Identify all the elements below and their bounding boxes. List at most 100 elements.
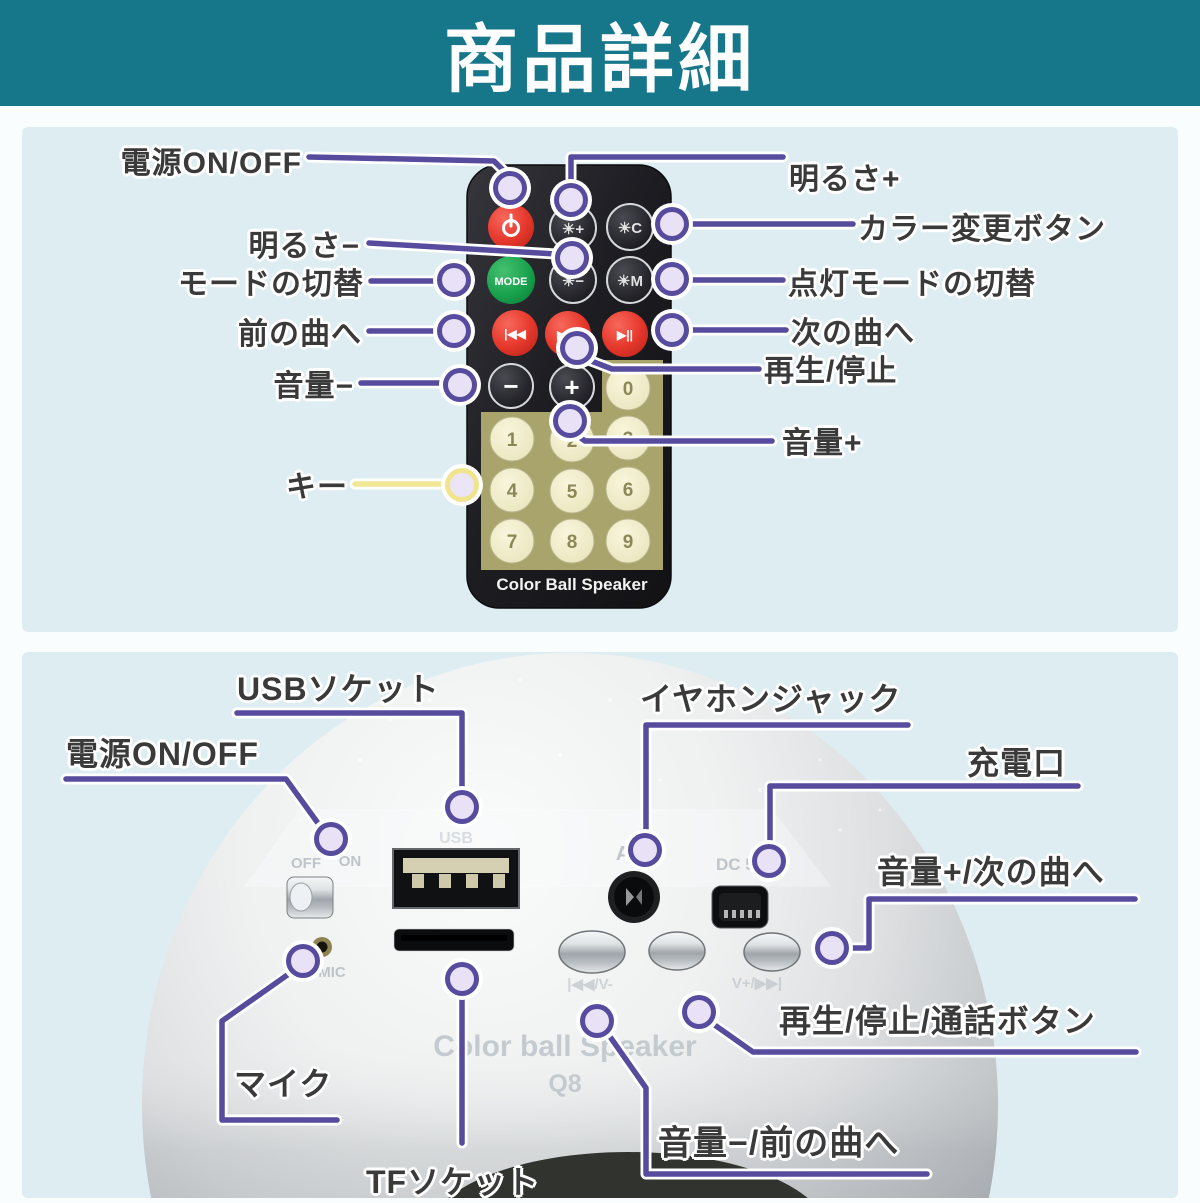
callout-lines: [60, 151, 1142, 1180]
marker-play-stop-call: [678, 991, 720, 1033]
marker-mode: [433, 259, 475, 301]
callout-label-usb-socket: USBソケット: [237, 671, 440, 707]
callout-label-volume-minus: 音量−: [273, 370, 354, 403]
callout-line-mic: [219, 968, 340, 1123]
remote-graphic: ☀+ ☀C MODE ☀− ☀M |◀◀ ▶▶| ▶||: [466, 164, 672, 609]
callout-label-brightness-minus: 明るさ−: [248, 230, 360, 263]
callout-label-volume-plus: 音量+: [782, 427, 863, 460]
printed-prev-vol: |◀◀/V-: [567, 976, 613, 993]
svg-text:9: 9: [623, 532, 634, 553]
remote-mode-button: MODE: [487, 256, 535, 304]
speaker-play-call-button: [648, 931, 706, 971]
callout-line-charge: [767, 783, 1081, 848]
header-banner: 商品詳細: [0, 0, 1200, 106]
callout-line-volume-plus-next: [843, 896, 1138, 951]
marker-play-stop: [556, 327, 598, 369]
printed-usb: USB: [439, 830, 473, 847]
printed-off: OFF: [291, 855, 321, 872]
speaker-power-switch: [286, 876, 334, 919]
marker-volume-minus: [439, 364, 481, 406]
marker-tf: [441, 958, 483, 1000]
callout-line-power-switch: [63, 776, 323, 829]
callout-line-brightness-minus: [366, 240, 559, 257]
marker-charge: [748, 840, 790, 882]
marker-key: [441, 464, 483, 506]
svg-text:6: 6: [623, 480, 634, 501]
callout-label-brightness-plus: 明るさ+: [789, 163, 901, 196]
sun-c-icon: ☀C: [618, 220, 642, 237]
callout-line-brightness-plus: [568, 154, 786, 189]
marker-power-switch: [310, 818, 352, 860]
printed-model: Q8: [548, 1070, 581, 1098]
callout-line-usb-socket: [234, 710, 465, 794]
svg-text:4: 4: [507, 481, 518, 502]
marker-brightness-minus: [551, 237, 593, 279]
play-pause-icon: ▶||: [616, 328, 633, 342]
marker-brightness-plus: [550, 179, 592, 221]
remote-light-mode-button: ☀M: [606, 256, 654, 304]
callout-label-charge-port: 充電口: [967, 745, 1067, 781]
remote-key-8: 8: [549, 518, 595, 564]
power-icon: [502, 213, 520, 237]
printed-mic: MIC: [318, 964, 346, 981]
callout-label-play-stop-call: 再生/停止/通話ボタン: [779, 1003, 1096, 1039]
marker-volume-plus: [549, 400, 591, 442]
speaker-base: [428, 1152, 828, 1198]
printed-on: ON: [339, 853, 362, 870]
svg-text:MODE: MODE: [495, 276, 528, 288]
remote-prev-button: |◀◀: [492, 310, 538, 356]
remote-power-button: [488, 204, 534, 250]
callout-label-power: 電源ON/OFF: [120, 147, 302, 180]
svg-text:8: 8: [567, 532, 578, 553]
callout-label-next-track: 次の曲へ: [791, 317, 915, 350]
marker-color-change: [651, 203, 693, 245]
callout-label-color-change: カラー変更ボタン: [858, 213, 1106, 246]
printed-next-vol: V+/▶▶|: [732, 975, 782, 992]
page-title: 商品詳細: [444, 17, 756, 101]
printed-brand: Color ball Speaker: [433, 1030, 697, 1063]
speaker-next-volume-button: [743, 932, 801, 972]
remote-volume-minus-button: −: [488, 363, 534, 409]
callout-label-light-mode-switch: 点灯モードの切替: [788, 268, 1036, 301]
callout-label-prev-track: 前の曲へ: [238, 318, 362, 351]
speaker-tf-slot: [393, 928, 515, 952]
remote-key-6: 6: [605, 466, 651, 512]
callout-label-mic: マイク: [234, 1066, 333, 1102]
remote-brand-text: Color Ball Speaker: [496, 575, 648, 594]
marker-power: [489, 167, 531, 209]
remote-key-1: 1: [489, 416, 535, 462]
marker-volume-plus-next: [811, 927, 853, 969]
marker-volume-minus-prev: [576, 1000, 618, 1042]
speaker-usb-port: [392, 848, 520, 909]
svg-text:5: 5: [567, 482, 578, 503]
svg-text:1: 1: [507, 430, 518, 451]
svg-text:7: 7: [507, 532, 518, 553]
callout-label-key: キー: [286, 471, 348, 504]
remote-play-button: ▶||: [602, 311, 648, 357]
speaker-charge-port: [711, 885, 769, 929]
speaker-prev-volume-button: [558, 930, 626, 974]
callout-line-volume-minus-prev: [603, 1028, 930, 1177]
callout-line-play-stop: [583, 356, 762, 372]
marker-next: [651, 309, 693, 351]
callout-line-play-stop-call: [706, 1018, 1139, 1055]
callout-label-earphone-jack: イヤホンジャック: [640, 681, 902, 717]
remote-color-button: ☀C: [606, 203, 654, 251]
marker-prev: [433, 310, 475, 352]
remote-key-5: 5: [549, 468, 595, 514]
callout-label-volume-plus-next: 音量+/次の曲へ: [877, 854, 1105, 890]
remote-key-9: 9: [605, 518, 651, 564]
callout-label-mode-switch: モードの切替: [178, 268, 364, 301]
callout-label-power-switch: 電源ON/OFF: [66, 736, 259, 772]
marker-earphone: [624, 829, 666, 871]
prev-track-icon: |◀◀: [504, 327, 527, 341]
marker-usb-socket: [441, 786, 483, 828]
marker-light-mode: [651, 258, 693, 300]
remote-key-4: 4: [489, 467, 535, 513]
sun-plus-icon: ☀+: [562, 221, 584, 238]
sun-m-icon: ☀M: [617, 273, 643, 290]
svg-text:0: 0: [623, 379, 634, 400]
callout-label-volume-minus-prev: 音量−/前の曲へ: [658, 1124, 900, 1163]
svg-text:+: +: [564, 372, 579, 402]
